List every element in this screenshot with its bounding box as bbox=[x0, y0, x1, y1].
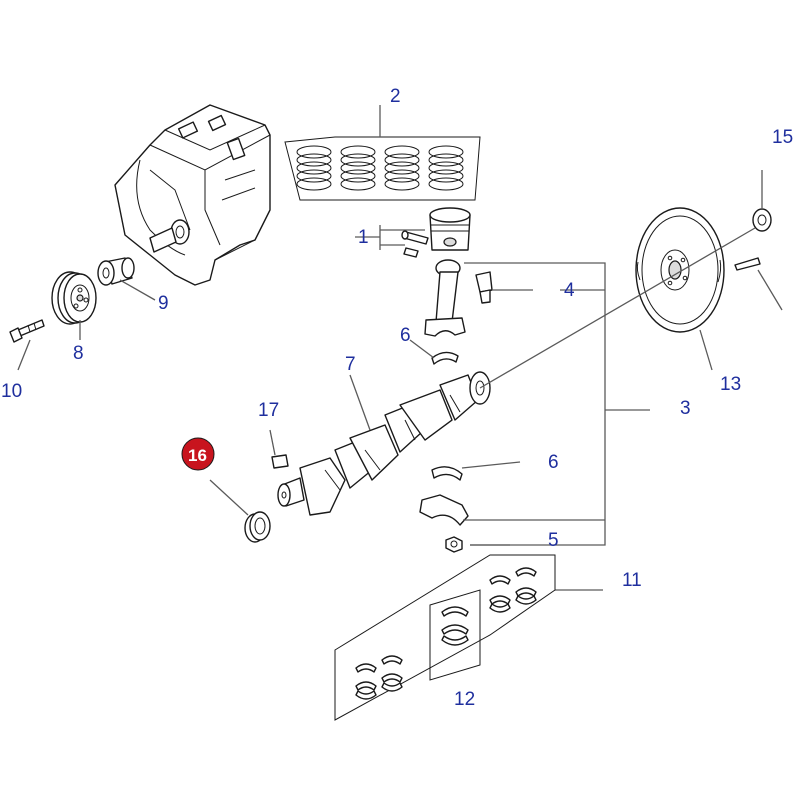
callout-1: 1 bbox=[358, 227, 369, 248]
callout-16-highlight bbox=[181, 437, 215, 471]
bearing-kit bbox=[334, 554, 556, 721]
flywheel bbox=[635, 207, 725, 333]
crankshaft bbox=[277, 371, 491, 516]
bearing-cap bbox=[419, 494, 469, 526]
callout-13: 13 bbox=[720, 374, 741, 395]
bearing-kit-right-pair bbox=[489, 567, 537, 613]
engine-block bbox=[114, 104, 271, 286]
pulley-bolt bbox=[9, 319, 45, 343]
callout-labels: 1 2 3 4 5 6 6 7 8 9 10 11 12 13 15 16 17 bbox=[1, 86, 793, 710]
callout-16: 16 bbox=[188, 446, 207, 465]
crankshaft-pulley bbox=[51, 271, 97, 325]
cap-nut bbox=[445, 536, 463, 553]
callout-5: 5 bbox=[548, 530, 559, 551]
callout-17: 17 bbox=[258, 400, 279, 421]
pilot-bearing bbox=[752, 208, 772, 232]
callout-4: 4 bbox=[564, 280, 575, 301]
callout-15: 15 bbox=[772, 127, 793, 148]
crankshaft-gear bbox=[244, 511, 271, 543]
main-bearing-upper bbox=[431, 466, 463, 481]
callout-6-main: 6 bbox=[548, 452, 559, 473]
connecting-rod bbox=[424, 259, 493, 337]
callout-10: 10 bbox=[1, 381, 22, 402]
bearing-kit-center-pair bbox=[441, 606, 469, 646]
bearing-kit-left-pair bbox=[355, 655, 403, 700]
callout-12: 12 bbox=[454, 689, 475, 710]
piston bbox=[401, 207, 471, 258]
callout-9: 9 bbox=[158, 293, 169, 314]
flywheel-bolt bbox=[734, 257, 761, 271]
callout-8: 8 bbox=[73, 343, 84, 364]
callout-2: 2 bbox=[390, 86, 401, 107]
callout-11: 11 bbox=[622, 570, 642, 591]
callout-6-rod: 6 bbox=[400, 325, 411, 346]
piston-ring-set bbox=[284, 136, 481, 201]
rod-bearing bbox=[431, 351, 459, 365]
callout-7: 7 bbox=[345, 354, 356, 375]
leader-lines bbox=[17, 105, 783, 591]
crankshaft-key bbox=[271, 454, 289, 469]
callout-3: 3 bbox=[680, 398, 691, 419]
crankshaft-hub bbox=[97, 257, 135, 286]
